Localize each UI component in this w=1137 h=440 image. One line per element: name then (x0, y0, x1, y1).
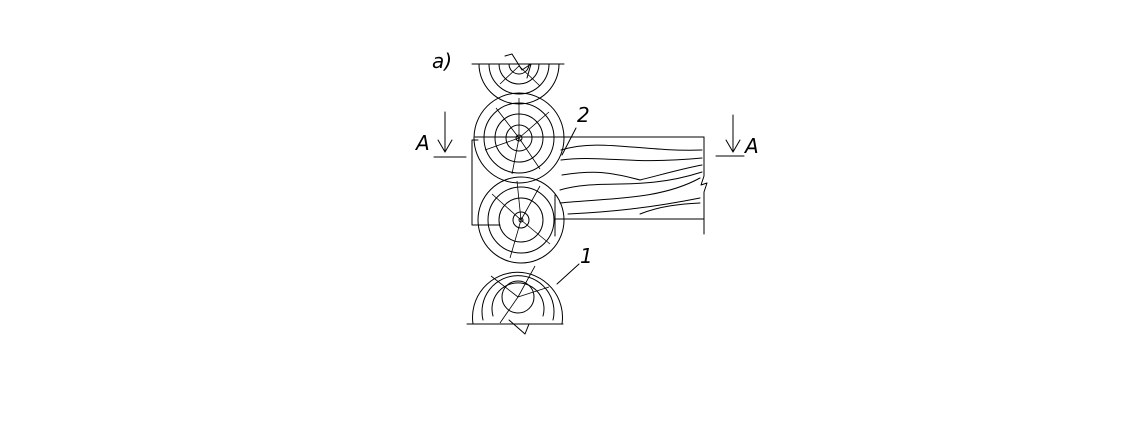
log-second (473, 92, 565, 184)
figure-label: а) (432, 49, 452, 73)
log-top-partial (471, 53, 565, 105)
section-label-right: A (743, 134, 759, 158)
log-third (477, 176, 565, 264)
callout-1-label: 1 (580, 244, 593, 268)
callout-1: 1 (556, 244, 593, 285)
section-marker-right: A (715, 114, 759, 158)
callout-2-label: 2 (577, 103, 590, 127)
callout-2: 2 (561, 103, 590, 156)
section-marker-left: A (414, 111, 467, 158)
section-label-left: A (414, 131, 430, 155)
wall-section (471, 136, 708, 237)
log-bottom (466, 265, 564, 335)
